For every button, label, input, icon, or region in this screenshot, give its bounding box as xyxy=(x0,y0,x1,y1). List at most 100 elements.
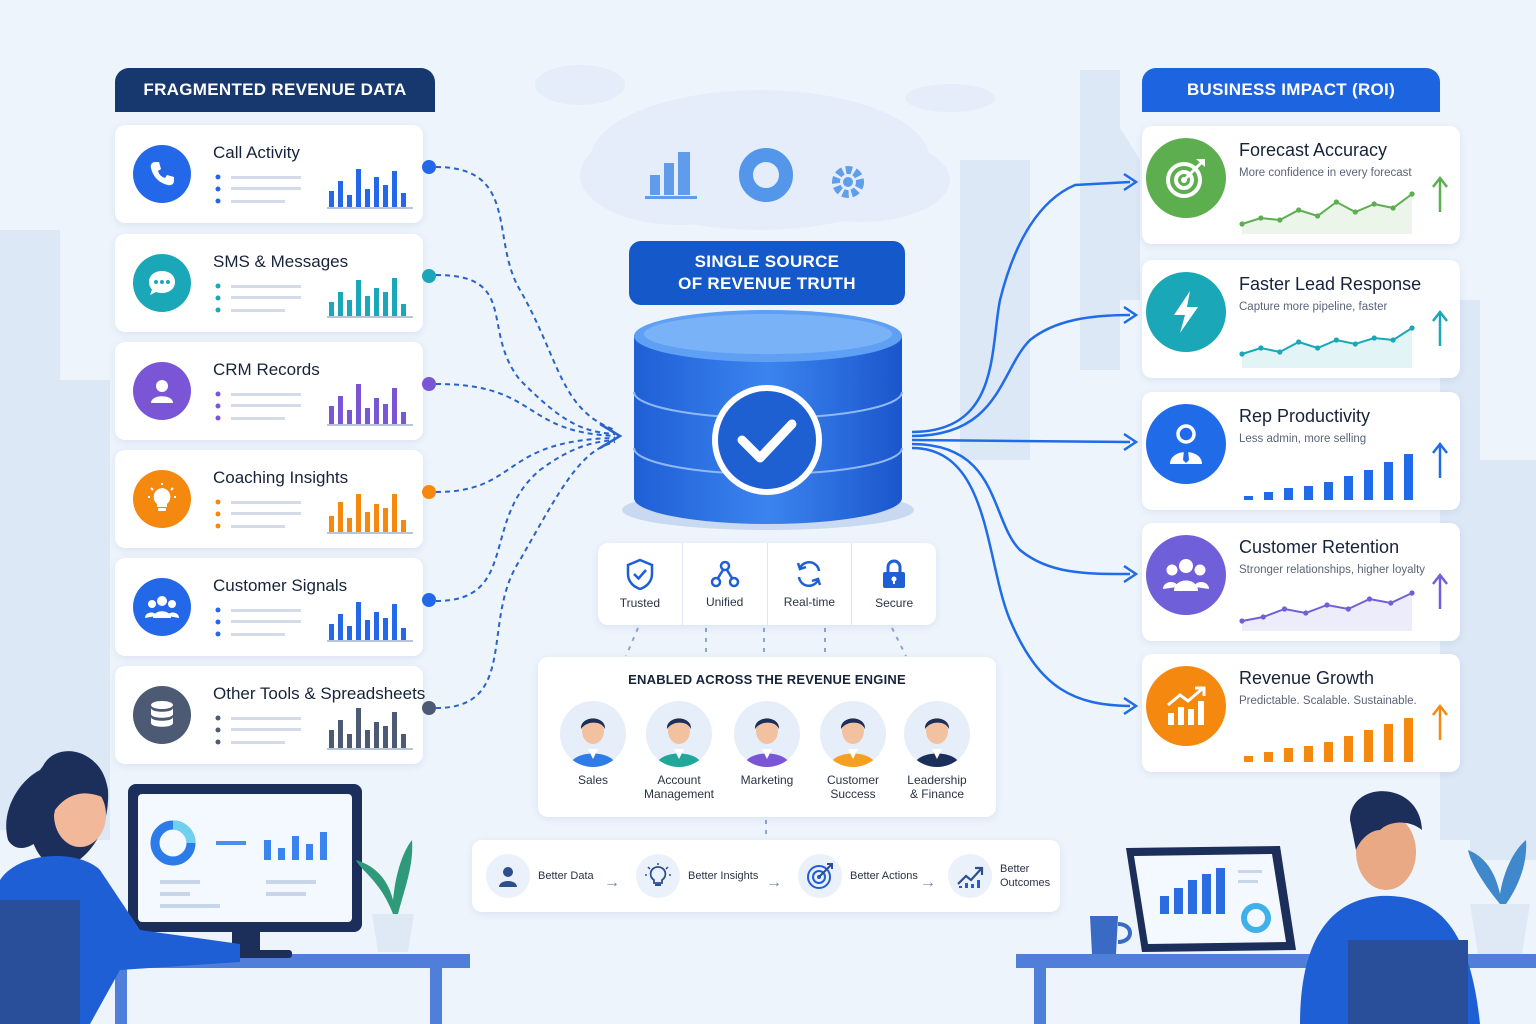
lightbulb-icon xyxy=(645,863,671,886)
role-marketing: Marketing xyxy=(722,701,812,787)
connector-dot xyxy=(422,269,436,283)
mini-bar-chart xyxy=(327,278,413,318)
source-title: SMS & Messages xyxy=(213,252,349,271)
property-unified: Unified xyxy=(683,543,768,625)
role-label: Leadership & Finance xyxy=(907,773,967,801)
role-label: Sales xyxy=(577,773,609,787)
growth-chart-icon xyxy=(1146,666,1226,746)
flow-step-better-insights: Better Insights xyxy=(636,854,758,898)
role-customer-success: Customer Success xyxy=(808,701,898,801)
source-title: Coaching Insights xyxy=(213,468,349,487)
trend-up-icon xyxy=(957,866,984,888)
mini-bar-chart xyxy=(327,602,413,642)
users-group-icon xyxy=(133,578,191,636)
connector-dot xyxy=(422,377,436,391)
impact-card-customer-retention: Customer Retention Stronger relationship… xyxy=(1142,523,1460,641)
property-secure: Secure xyxy=(852,543,936,625)
outcome-flow: Better Data → Better Insights → Better A… xyxy=(472,840,1060,912)
flow-step-better-actions: Better Actions xyxy=(798,854,918,898)
placeholder-lines xyxy=(215,715,301,745)
placeholder-lines xyxy=(215,283,301,313)
arrow-up-icon xyxy=(1432,309,1448,346)
source-card-customer-signals: Customer Signals xyxy=(115,558,423,656)
role-label: Marketing xyxy=(740,773,794,787)
role-avatar xyxy=(820,701,886,767)
mini-bar-chart xyxy=(327,494,413,534)
arrow-up-icon xyxy=(1432,175,1448,212)
role-avatar xyxy=(646,701,712,767)
impact-mini-chart xyxy=(1244,454,1413,500)
impact-subtitle: More confidence in every forecast xyxy=(1239,167,1412,179)
mini-bar-chart xyxy=(327,708,413,750)
mini-bar-chart xyxy=(327,169,413,209)
arrow-up-icon xyxy=(1432,572,1448,609)
placeholder-lines xyxy=(215,174,301,204)
impact-card-rep-productivity: Rep Productivity Less admin, more sellin… xyxy=(1142,392,1460,510)
impact-mini-chart xyxy=(1239,191,1415,234)
business-impact-header: BUSINESS IMPACT (ROI) xyxy=(1142,68,1440,112)
source-card-crm-records: CRM Records xyxy=(115,342,423,440)
target-icon xyxy=(807,863,833,889)
fragmented-data-header: FRAGMENTED REVENUE DATA xyxy=(115,68,435,112)
database-properties: Trusted Unified Real-time Secure xyxy=(598,543,936,625)
flow-arrow-icon: → xyxy=(604,874,620,891)
flow-step-label: Better Data xyxy=(538,870,594,882)
single-source-title-line2: OF REVENUE TRUTH xyxy=(678,274,856,293)
role-avatar xyxy=(904,701,970,767)
arrow-up-icon xyxy=(1432,703,1448,740)
source-title: CRM Records xyxy=(213,360,320,379)
revenue-engine-title: ENABLED ACROSS THE REVENUE ENGINE xyxy=(628,672,906,687)
impact-title: Customer Retention xyxy=(1239,537,1400,557)
fragmented-data-title: FRAGMENTED REVENUE DATA xyxy=(143,80,407,99)
rep-icon xyxy=(1146,404,1226,484)
phone-icon xyxy=(133,145,191,203)
impact-title: Rep Productivity xyxy=(1239,406,1371,426)
property-label: Real-time xyxy=(783,595,836,609)
shield-check-icon xyxy=(626,558,654,590)
source-title: Call Activity xyxy=(213,143,300,162)
flow-step-label: Better Insights xyxy=(688,870,759,882)
lock-icon xyxy=(883,559,906,588)
chat-bubble-icon xyxy=(133,254,191,312)
property-realtime: Real-time xyxy=(768,543,853,625)
impact-mini-chart xyxy=(1239,590,1415,631)
role-account-management: Account Management xyxy=(634,701,724,801)
source-card-call-activity: Call Activity xyxy=(115,125,423,223)
nodes-icon xyxy=(710,560,739,588)
flow-arrow-icon: → xyxy=(766,874,782,891)
role-label: Customer Success xyxy=(826,773,879,801)
revenue-engine-panel: ENABLED ACROSS THE REVENUE ENGINE Sales … xyxy=(538,657,996,817)
role-sales: Sales xyxy=(548,701,638,787)
flow-step-better-data: Better Data xyxy=(486,854,594,898)
impact-title: Revenue Growth xyxy=(1239,668,1375,688)
source-title: Other Tools & Spreadsheets xyxy=(213,684,426,703)
source-title: Customer Signals xyxy=(213,576,348,595)
role-leadership-finance: Leadership & Finance xyxy=(892,701,982,801)
mini-bar-chart xyxy=(327,384,413,426)
users-group-icon xyxy=(1146,535,1226,615)
lightning-icon xyxy=(1146,272,1226,352)
impact-card-forecast-accuracy: Forecast Accuracy More confidence in eve… xyxy=(1142,126,1460,244)
source-card-coaching-insights: Coaching Insights xyxy=(115,450,423,548)
business-impact-title: BUSINESS IMPACT (ROI) xyxy=(1186,80,1396,99)
impact-subtitle: Predictable. Scalable. Sustainable. xyxy=(1239,695,1417,707)
impact-subtitle: Capture more pipeline, faster xyxy=(1239,301,1388,313)
single-source-header: SINGLE SOURCE OF REVENUE TRUTH xyxy=(629,241,905,305)
property-label: Unified xyxy=(705,595,744,609)
impact-mini-chart xyxy=(1239,325,1415,368)
target-icon xyxy=(1146,138,1226,218)
person-icon xyxy=(499,867,517,887)
impact-subtitle: Less admin, more selling xyxy=(1239,433,1367,445)
flow-step-label: Better Actions xyxy=(850,870,918,882)
user-icon xyxy=(133,362,191,420)
property-trusted: Trusted xyxy=(598,543,683,625)
role-label: Account Management xyxy=(643,773,715,801)
database-icon xyxy=(133,686,191,744)
placeholder-lines xyxy=(215,391,301,421)
connector-dot xyxy=(422,485,436,499)
impact-card-revenue-growth: Revenue Growth Predictable. Scalable. Su… xyxy=(1142,654,1460,772)
flow-step-label: Better Outcomes xyxy=(1000,863,1051,889)
refresh-icon xyxy=(797,561,822,587)
lightbulb-icon xyxy=(133,470,191,528)
connector-dot xyxy=(422,160,436,174)
